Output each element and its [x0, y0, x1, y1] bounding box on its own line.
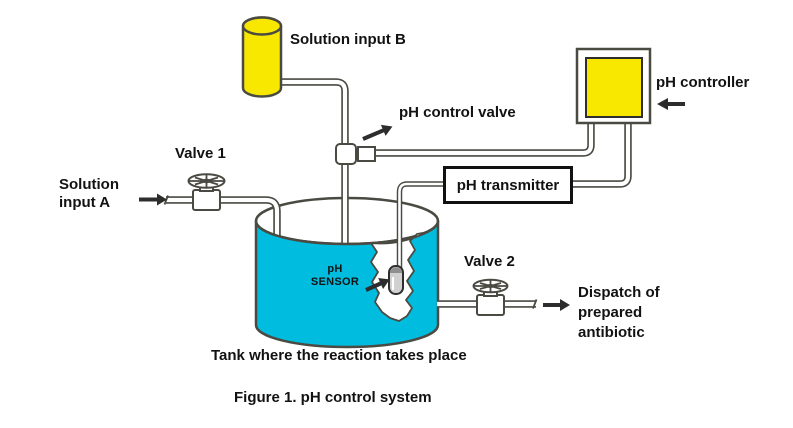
ph-sensor-probe	[388, 265, 404, 295]
ph-control-valve-label: pH control valve	[399, 104, 516, 121]
ph-transmitter-box: pH transmitter	[443, 166, 573, 204]
solution-input-b-label: Solution input B	[290, 31, 406, 48]
valve-1-label: Valve 1	[175, 145, 226, 162]
solution-b-feed-pipe	[281, 78, 349, 147]
solution-b-tank	[241, 16, 283, 98]
ph-transmitter-label: pH transmitter	[456, 176, 560, 194]
solution-a-pipe	[166, 196, 281, 239]
ph-control-valve-body	[335, 143, 376, 165]
pipe-open-end-left	[163, 195, 169, 205]
valve-1-symbol	[187, 173, 226, 211]
transmitter-to-controller-pipe	[570, 124, 632, 188]
tank-caption: Tank where the reaction takes place	[211, 347, 467, 364]
solution-input-a-label: Solution input A	[59, 176, 119, 211]
valve-2-symbol	[472, 278, 509, 316]
ph-sensor-label: pH SENSOR	[310, 263, 360, 288]
figure-caption: Figure 1. pH control system	[234, 389, 432, 406]
dispatch-label: Dispatch of prepared antibiotic	[578, 284, 660, 341]
control-valve-arrow-icon	[362, 124, 393, 141]
valve-2-label: Valve 2	[464, 253, 515, 270]
controller-to-valve-pipe	[376, 124, 595, 157]
input-a-arrow-icon	[139, 193, 167, 206]
controller-arrow-icon	[657, 98, 685, 110]
ph-controller-label: pH controller	[656, 74, 750, 91]
sensor-arrow-icon	[365, 278, 390, 292]
ph-controller-box	[575, 47, 652, 125]
pipe-open-end-right	[532, 299, 538, 309]
dispatch-arrow-icon	[543, 299, 570, 311]
sensor-pipe	[396, 181, 446, 268]
